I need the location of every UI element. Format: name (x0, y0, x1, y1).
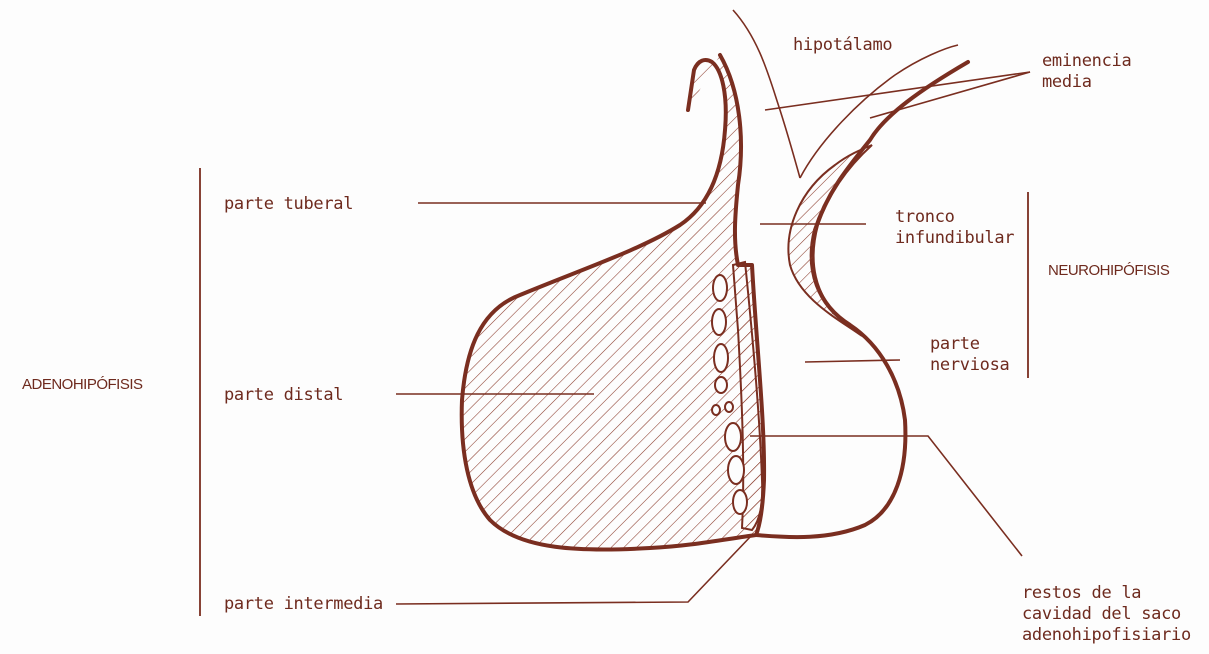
label-parte-intermedia: parte intermedia (224, 594, 383, 615)
infundibular-stem-hatch (788, 145, 872, 336)
hypothalamus-line-2 (800, 45, 958, 178)
label-eminencia-media: eminencia media (1042, 51, 1131, 93)
group-label-neurohipofisis: NEUROHIPÓFISIS (1048, 262, 1169, 279)
adenohypophysis-body (462, 55, 764, 550)
label-parte-distal: parte distal (224, 385, 343, 406)
label-parte-tuberal: parte tuberal (224, 194, 353, 215)
group-label-adenohipofisis: ADENOHIPÓFISIS (22, 376, 143, 393)
label-hipotalamo: hipotálamo (793, 35, 892, 56)
label-restos-cavidad: restos de la cavidad del saco adenohipof… (1022, 583, 1191, 646)
label-parte-nerviosa: parte nerviosa (930, 334, 1009, 376)
leader-eminencia-1 (765, 72, 1030, 110)
hypothalamus-line-1 (733, 10, 800, 178)
label-tronco-infundibular: tronco infundibular (895, 207, 1014, 249)
leader-eminencia-2 (870, 72, 1030, 118)
